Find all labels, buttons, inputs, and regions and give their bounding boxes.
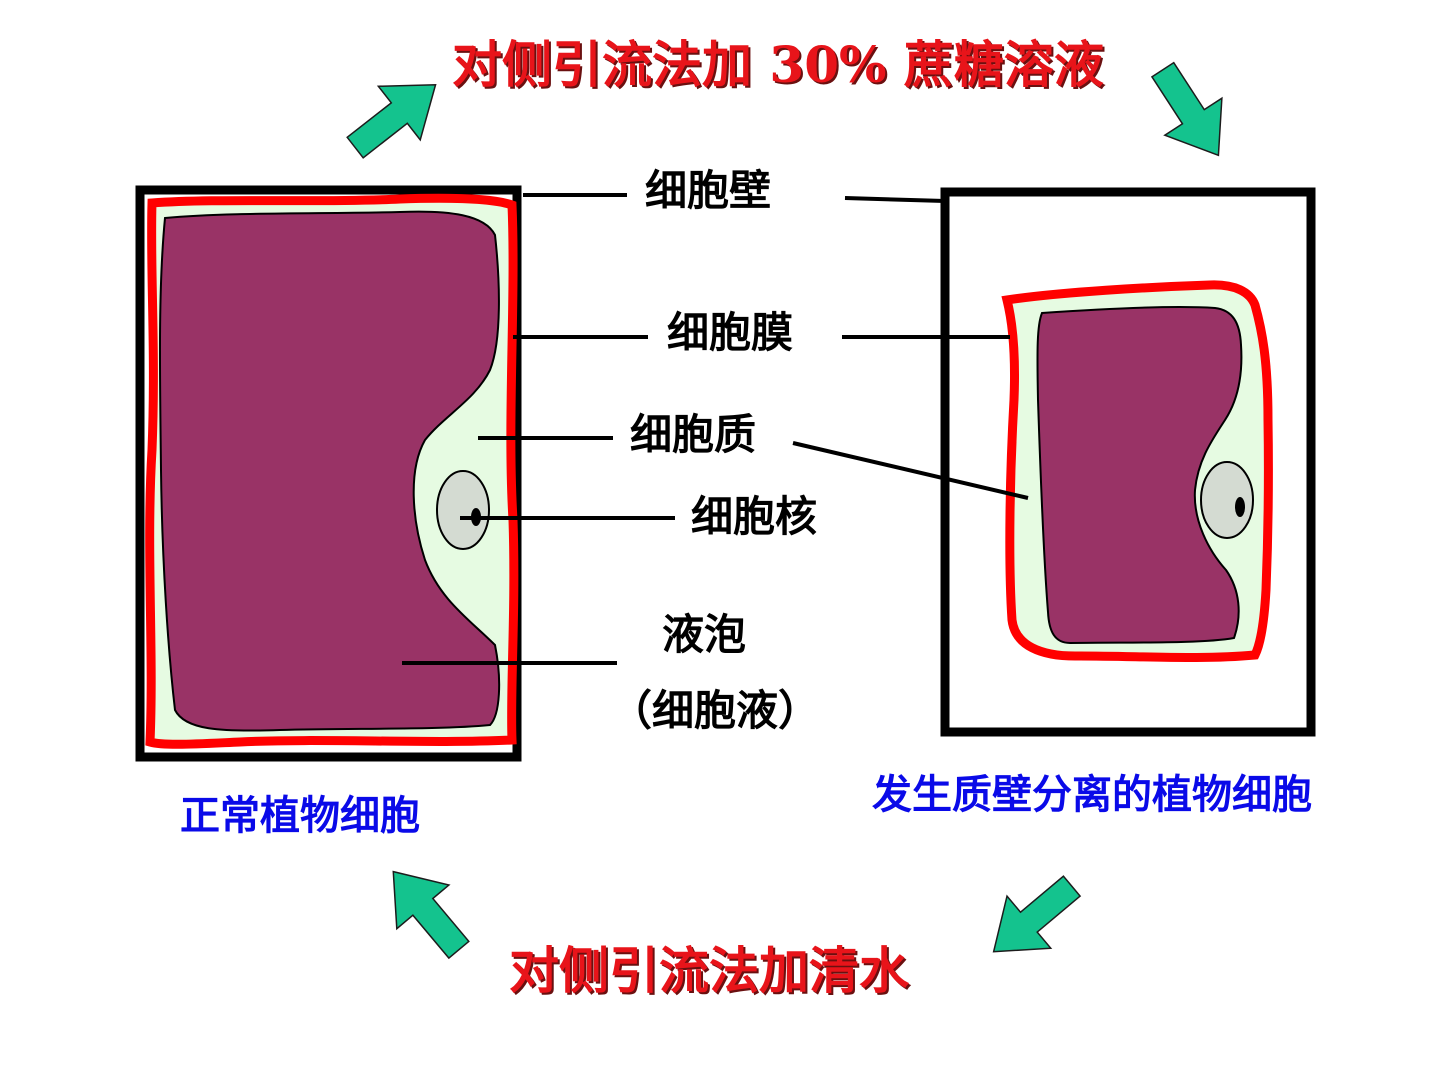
plasmolyzed-cell-nucleus (1200, 461, 1254, 539)
normal-cell-wall (135, 185, 522, 762)
caption-normal-cell: 正常植物细胞 (180, 793, 420, 839)
plasmolyzed-cell (940, 187, 1316, 737)
label-cell-sap: （细胞液） (610, 686, 821, 735)
normal-cell-nucleus (436, 470, 490, 550)
plasmolyzed-cell-wall (940, 187, 1316, 737)
arrow-up-right-icon (333, 57, 458, 176)
label-cell-wall: 细胞壁 (645, 166, 772, 215)
label-vacuole: 液泡 (662, 610, 747, 659)
label-cytoplasm: 细胞质 (630, 410, 757, 459)
arrow-down-left-icon (971, 859, 1095, 979)
arrow-up-left-icon (366, 849, 486, 973)
label-nucleus: 细胞核 (691, 492, 818, 541)
leader-line-cytoplasm-right (792, 441, 1029, 500)
arrow-down-right-icon (1133, 50, 1248, 175)
top-instruction: 对侧引流法加 30% 蔗糖溶液 (452, 35, 1104, 94)
caption-plasmolyzed-cell: 发生质壁分离的植物细胞 (872, 772, 1312, 818)
plasmolyzed-cell-vacuole (1036, 305, 1243, 645)
label-cell-membrane: 细胞膜 (667, 308, 794, 357)
leader-lines (402, 193, 1029, 665)
normal-cell (135, 185, 522, 762)
normal-cell-vacuole (158, 210, 501, 732)
plasmolyzed-cell-nucleolus (1235, 497, 1245, 517)
leader-line-cell-wall-right (844, 196, 946, 203)
bottom-instruction: 对侧引流法加清水 (509, 941, 909, 1000)
